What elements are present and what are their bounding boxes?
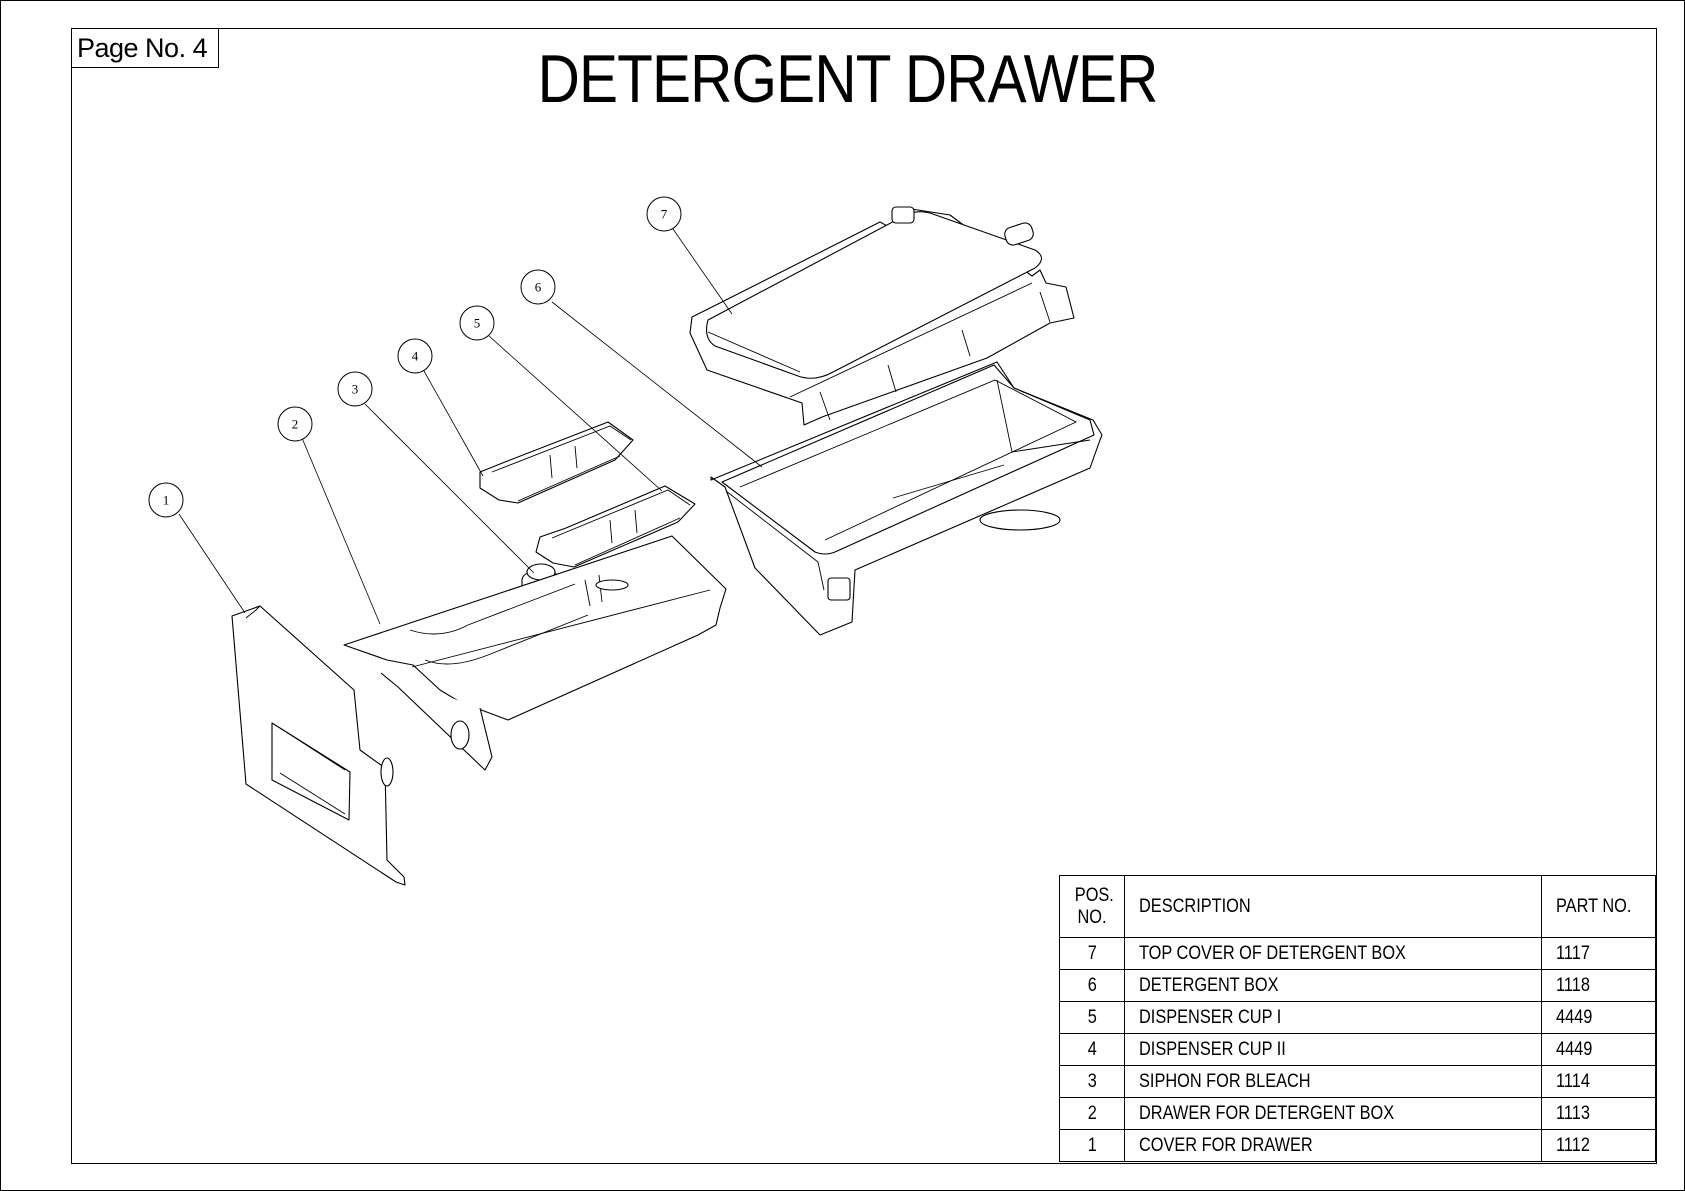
table-row: 7 TOP COVER OF DETERGENT BOX 1117 <box>1059 937 1656 970</box>
part-7-top-cover <box>689 206 1075 426</box>
table-row: 1 COVER FOR DRAWER 1112 <box>1059 1129 1656 1162</box>
leader-lines <box>178 228 763 625</box>
row-pos: 7 <box>1087 942 1097 964</box>
page-number: Page No. 4 <box>71 28 219 68</box>
row-pos: 2 <box>1087 1102 1097 1124</box>
table-row: 3 SIPHON FOR BLEACH 1114 <box>1059 1065 1656 1098</box>
row-description: SIPHON FOR BLEACH <box>1139 1070 1311 1092</box>
row-pos: 5 <box>1087 1006 1097 1028</box>
balloon-3: 3 <box>337 371 373 407</box>
table-row: 2 DRAWER FOR DETERGENT BOX 1113 <box>1059 1097 1656 1130</box>
part-2-drawer <box>343 535 727 771</box>
balloon-7-label: 7 <box>661 207 668 222</box>
row-part-no: 4449 <box>1556 1038 1593 1060</box>
row-description: DISPENSER CUP II <box>1139 1038 1286 1060</box>
row-pos: 1 <box>1087 1134 1097 1156</box>
balloon-5-label: 5 <box>474 316 481 331</box>
part-4-dispenser-cup-ii <box>479 421 634 504</box>
row-description: TOP COVER OF DETERGENT BOX <box>1139 942 1406 964</box>
row-pos: 6 <box>1087 974 1097 996</box>
drawing-frame <box>71 28 1657 1164</box>
row-part-no: 1118 <box>1556 974 1590 996</box>
balloon-2: 2 <box>277 406 313 442</box>
part-1-front-cover <box>231 605 406 886</box>
balloon-4: 4 <box>397 338 433 374</box>
row-part-no: 4449 <box>1556 1006 1593 1028</box>
row-description: DRAWER FOR DETERGENT BOX <box>1139 1102 1395 1124</box>
part-5-dispenser-cup-i <box>535 485 696 568</box>
balloon-1: 1 <box>148 482 184 518</box>
row-description: DISPENSER CUP I <box>1139 1006 1282 1028</box>
drawing-title: DETERGENT DRAWER <box>537 41 1159 117</box>
header-part-no: PART NO. <box>1541 875 1656 938</box>
balloon-6-label: 6 <box>535 280 542 295</box>
balloon-5: 5 <box>459 305 495 341</box>
balloon-6: 6 <box>520 269 556 305</box>
table-row: 4 DISPENSER CUP II 4449 <box>1059 1033 1656 1066</box>
row-pos: 4 <box>1087 1038 1097 1060</box>
parts-list-table: POS. NO. DESCRIPTION PART NO. 7 TOP COVE… <box>1059 875 1656 1162</box>
row-description: DETERGENT BOX <box>1139 974 1279 996</box>
row-part-no: 1113 <box>1556 1102 1590 1124</box>
row-part-no: 1114 <box>1556 1070 1590 1092</box>
parts-table-header: POS. NO. DESCRIPTION PART NO. <box>1059 875 1656 938</box>
table-row: 5 DISPENSER CUP I 4449 <box>1059 1001 1656 1034</box>
row-part-no: 1112 <box>1556 1134 1590 1156</box>
balloon-4-label: 4 <box>412 349 419 364</box>
row-description: COVER FOR DRAWER <box>1139 1134 1313 1156</box>
balloon-3-label: 3 <box>352 382 359 397</box>
row-part-no: 1117 <box>1556 942 1590 964</box>
row-pos: 3 <box>1087 1070 1097 1092</box>
header-pos: POS. NO. <box>1059 875 1125 938</box>
balloon-7: 7 <box>646 196 682 232</box>
balloon-1-label: 1 <box>163 493 170 508</box>
balloon-2-label: 2 <box>292 417 299 432</box>
part-6-detergent-box <box>710 361 1103 636</box>
table-row: 6 DETERGENT BOX 1118 <box>1059 969 1656 1002</box>
header-description: DESCRIPTION <box>1124 875 1542 938</box>
